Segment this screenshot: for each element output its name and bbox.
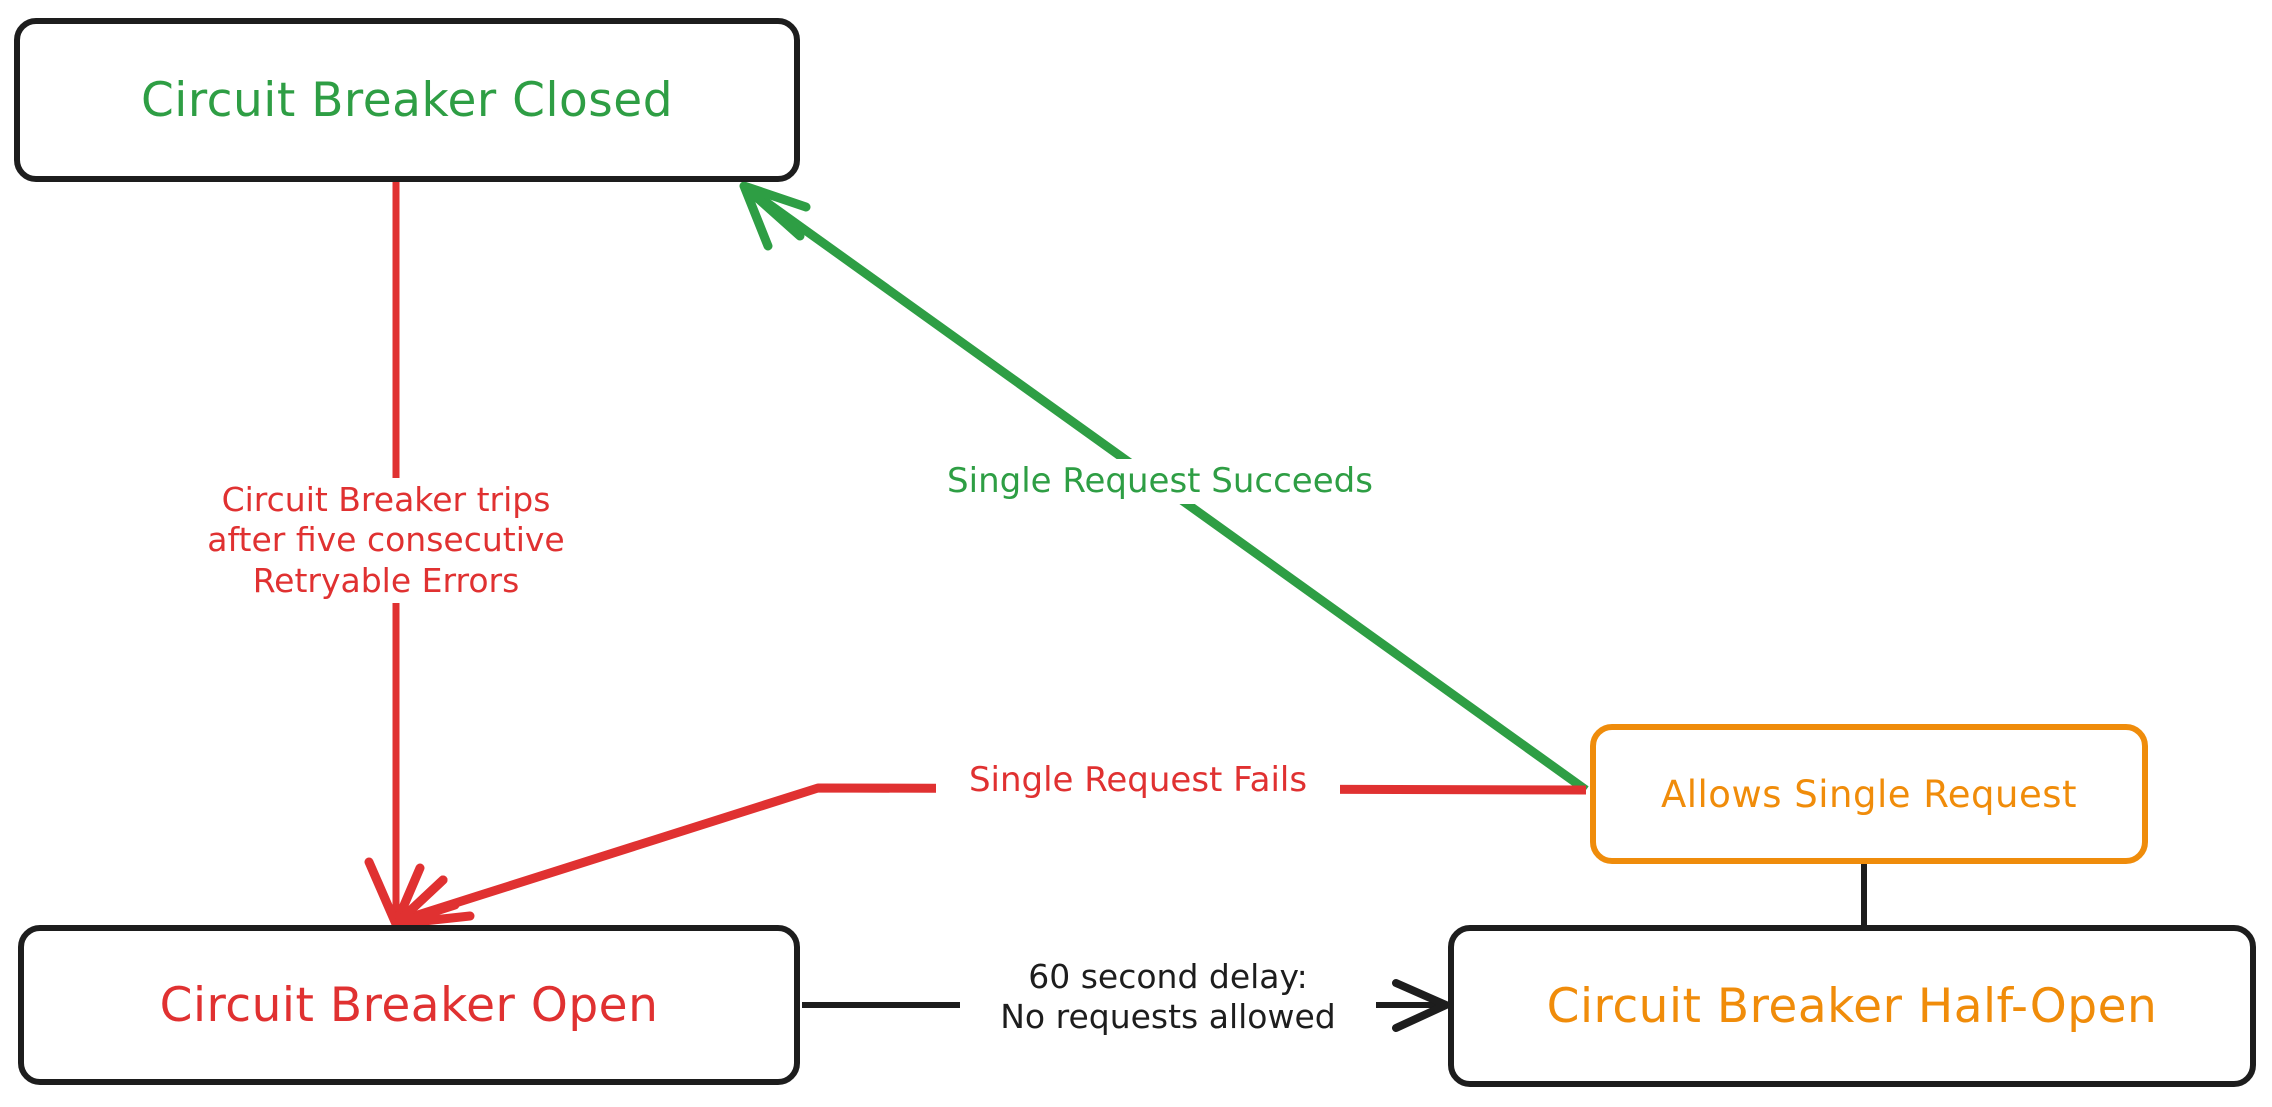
edge-label-trips-line-2: after five consecutive xyxy=(207,520,565,560)
edge-label-60-second-delay: 60 second delay: No requests allowed xyxy=(960,955,1376,1040)
edge-label-succeeds-line-1: Single Request Succeeds xyxy=(947,461,1373,501)
edge-label-single-request-fails: Single Request Fails xyxy=(936,758,1340,804)
node-label-half-open: Circuit Breaker Half-Open xyxy=(1546,978,2158,1034)
edge-label-delay-line-2: No requests allowed xyxy=(1000,997,1336,1037)
edge-label-delay-line-1: 60 second delay: xyxy=(1028,957,1308,996)
edge-allows-to-open xyxy=(391,783,1587,929)
node-circuit-breaker-open[interactable]: Circuit Breaker Open xyxy=(18,925,800,1085)
edge-label-circuit-breaker-trips: Circuit Breaker trips after five consecu… xyxy=(176,478,596,603)
node-circuit-breaker-half-open[interactable]: Circuit Breaker Half-Open xyxy=(1448,925,2256,1087)
node-allows-single-request[interactable]: Allows Single Request xyxy=(1590,724,2148,864)
node-label-open: Circuit Breaker Open xyxy=(159,977,659,1033)
node-label-allows-single-request: Allows Single Request xyxy=(1660,772,2078,816)
node-circuit-breaker-closed[interactable]: Circuit Breaker Closed xyxy=(14,18,800,182)
edge-label-trips-line-1: Circuit Breaker trips xyxy=(221,480,551,519)
edge-label-trips-line-3: Retryable Errors xyxy=(252,560,520,600)
edge-label-fails-line-1: Single Request Fails xyxy=(968,760,1308,800)
edge-label-single-request-succeeds: Single Request Succeeds xyxy=(914,459,1406,505)
node-label-closed: Circuit Breaker Closed xyxy=(140,72,674,128)
